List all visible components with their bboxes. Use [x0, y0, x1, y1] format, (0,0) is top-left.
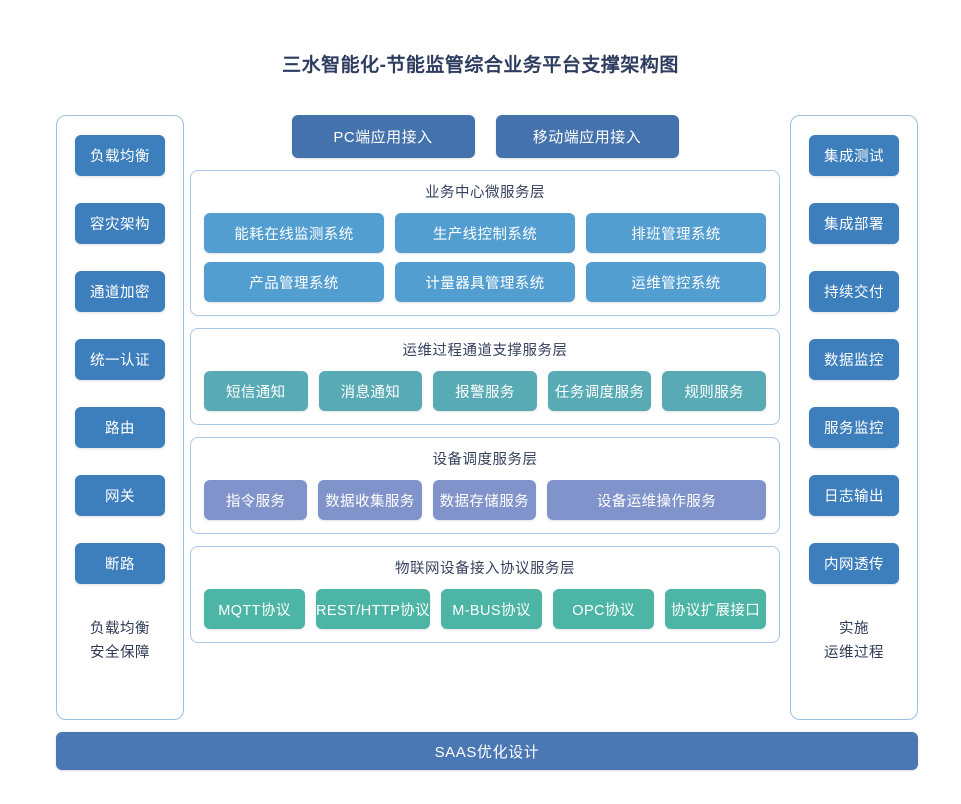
service-node-任务调度服务: 任务调度服务	[547, 371, 652, 411]
right-sidebar-footer-line1: 实施	[839, 621, 869, 637]
left-sidebar-item-路由: 路由	[75, 407, 165, 448]
left-sidebar-footer: 负载均衡 安全保障	[90, 617, 150, 665]
service-node-指令服务: 指令服务	[204, 480, 308, 520]
right-sidebar-item-服务监控: 服务监控	[809, 407, 899, 448]
service-node-能耗在线监测系统: 能耗在线监测系统	[204, 213, 384, 253]
page-title: 三水智能化-节能监管综合业务平台支撑架构图	[282, 55, 679, 76]
center-stack: PC端应用接入移动端应用接入 业务中心微服务层能耗在线监测系统生产线控制系统排班…	[190, 115, 780, 720]
service-node-协议扩展接口: 协议扩展接口	[665, 589, 767, 629]
left-sidebar-item-断路: 断路	[75, 543, 165, 584]
layer-row: 能耗在线监测系统生产线控制系统排班管理系统	[204, 213, 766, 253]
service-node-计量器具管理系统: 计量器具管理系统	[395, 262, 575, 302]
left-sidebar-item-统一认证: 统一认证	[75, 339, 165, 380]
service-node-消息通知: 消息通知	[318, 371, 423, 411]
right-sidebar-item-日志输出: 日志输出	[809, 475, 899, 516]
right-sidebar-footer: 实施 运维过程	[824, 617, 884, 665]
saas-optimization-bar: SAAS优化设计	[56, 732, 918, 770]
right-sidebar-item-集成部署: 集成部署	[809, 203, 899, 244]
right-sidebar-item-数据监控: 数据监控	[809, 339, 899, 380]
left-sidebar-footer-line1: 负载均衡	[90, 621, 150, 637]
layer-row: 指令服务数据收集服务数据存储服务设备运维操作服务	[204, 480, 767, 520]
left-sidebar-item-网关: 网关	[75, 475, 165, 516]
left-sidebar-footer-line2: 安全保障	[90, 645, 150, 661]
layer-panel-设备调度服务层: 设备调度服务层指令服务数据收集服务数据存储服务设备运维操作服务	[190, 437, 780, 534]
layer-panel-运维过程通道支撑服务层: 运维过程通道支撑服务层短信通知消息通知报警服务任务调度服务规则服务	[190, 328, 780, 425]
left-sidebar: 负载均衡容灾架构通道加密统一认证路由网关断路 负载均衡 安全保障	[56, 115, 184, 720]
layer-row: 产品管理系统计量器具管理系统运维管控系统	[204, 262, 766, 302]
left-sidebar-item-负载均衡: 负载均衡	[75, 135, 165, 176]
application-access-row: PC端应用接入移动端应用接入	[190, 115, 780, 158]
service-node-M-BUS协议: M-BUS协议	[440, 589, 542, 629]
service-node-短信通知: 短信通知	[204, 371, 308, 411]
service-node-产品管理系统: 产品管理系统	[204, 262, 384, 302]
service-node-MQTT协议: MQTT协议	[204, 589, 306, 629]
layer-title-物联网设备接入协议服务层: 物联网设备接入协议服务层	[395, 561, 575, 577]
service-layers: 业务中心微服务层能耗在线监测系统生产线控制系统排班管理系统产品管理系统计量器具管…	[190, 170, 780, 643]
layer-panel-业务中心微服务层: 业务中心微服务层能耗在线监测系统生产线控制系统排班管理系统产品管理系统计量器具管…	[190, 170, 780, 316]
service-node-设备运维操作服务: 设备运维操作服务	[546, 480, 767, 520]
layer-title-设备调度服务层: 设备调度服务层	[432, 452, 538, 468]
service-node-数据收集服务: 数据收集服务	[318, 480, 422, 520]
service-node-规则服务: 规则服务	[662, 371, 766, 411]
right-sidebar-items: 集成测试集成部署持续交付数据监控服务监控日志输出内网透传	[809, 135, 899, 611]
layer-title-业务中心微服务层: 业务中心微服务层	[425, 185, 545, 201]
left-sidebar-item-通道加密: 通道加密	[75, 271, 165, 312]
service-node-报警服务: 报警服务	[433, 371, 537, 411]
right-sidebar-item-持续交付: 持续交付	[809, 271, 899, 312]
right-sidebar-item-内网透传: 内网透传	[809, 543, 899, 584]
layer-row: 短信通知消息通知报警服务任务调度服务规则服务	[204, 371, 766, 411]
service-node-排班管理系统: 排班管理系统	[586, 213, 766, 253]
layer-title-运维过程通道支撑服务层: 运维过程通道支撑服务层	[402, 343, 568, 359]
service-node-OPC协议: OPC协议	[553, 589, 655, 629]
left-sidebar-items: 负载均衡容灾架构通道加密统一认证路由网关断路	[75, 135, 165, 611]
service-node-运维管控系统: 运维管控系统	[586, 262, 766, 302]
access-button-PC端应用接入: PC端应用接入	[291, 115, 475, 158]
service-node-REST/HTTP协议: REST/HTTP协议	[316, 589, 430, 629]
right-sidebar-footer-line2: 运维过程	[824, 645, 884, 661]
service-node-生产线控制系统: 生产线控制系统	[395, 213, 575, 253]
access-button-移动端应用接入: 移动端应用接入	[495, 115, 679, 158]
right-sidebar-item-集成测试: 集成测试	[809, 135, 899, 176]
left-sidebar-item-容灾架构: 容灾架构	[75, 203, 165, 244]
service-node-数据存储服务: 数据存储服务	[432, 480, 536, 520]
right-sidebar: 集成测试集成部署持续交付数据监控服务监控日志输出内网透传 实施 运维过程	[790, 115, 918, 720]
